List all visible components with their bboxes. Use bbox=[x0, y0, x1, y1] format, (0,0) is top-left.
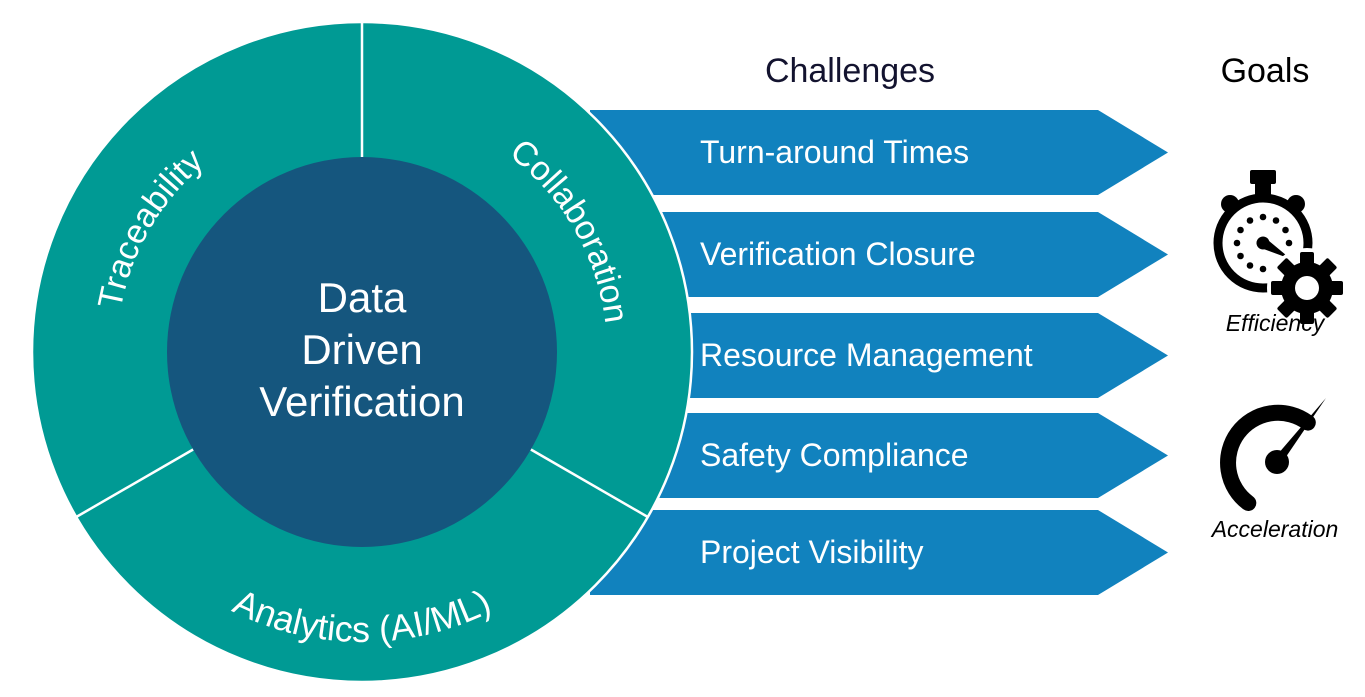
segment-divider-lines bbox=[75, 22, 649, 519]
goal-label-acceleration: Acceleration bbox=[1211, 516, 1339, 542]
donut-center-label: Data Driven Verification bbox=[162, 272, 562, 428]
challenge-arrow-turn-around-times: Turn-around Times bbox=[590, 110, 1168, 195]
speedometer-arc bbox=[1220, 404, 1316, 511]
stopwatch-needle bbox=[1256, 236, 1291, 259]
speedometer-needle bbox=[1273, 398, 1326, 465]
challenge-arrow-project-visibility: Project Visibility bbox=[590, 510, 1168, 595]
challenge-arrow-label: Project Visibility bbox=[700, 534, 924, 570]
challenge-arrow-label: Verification Closure bbox=[700, 236, 976, 272]
donut-center-line-2: Driven bbox=[301, 326, 423, 373]
donut-center-line-1: Data bbox=[317, 274, 407, 321]
challenge-arrow-safety-compliance: Safety Compliance bbox=[590, 413, 1168, 498]
challenge-arrow-label: Safety Compliance bbox=[700, 437, 969, 473]
challenges-header: Challenges bbox=[764, 52, 936, 90]
challenge-arrow-label: Resource Management bbox=[700, 337, 1033, 373]
speedometer-icon bbox=[1220, 398, 1326, 511]
challenge-arrow-label: Turn-around Times bbox=[700, 134, 970, 170]
challenge-arrow-verification-closure: Verification Closure bbox=[590, 212, 1168, 297]
ring-label-analytics-text: Analytics (AI/ML) bbox=[227, 581, 496, 650]
goals-header: Goals bbox=[1220, 52, 1310, 90]
donut-center-line-3: Verification bbox=[259, 378, 465, 425]
challenge-arrow-resource-management: Resource Management bbox=[590, 313, 1168, 398]
stopwatch-gear-icon bbox=[1213, 170, 1347, 328]
stopwatch-tick-dots bbox=[1233, 213, 1293, 273]
ring-label-analytics: Analytics (AI/ML) bbox=[227, 581, 496, 650]
speedometer-hub bbox=[1265, 450, 1289, 474]
goal-label-efficiency: Efficiency bbox=[1225, 310, 1325, 336]
divider-lower-left bbox=[75, 448, 194, 519]
